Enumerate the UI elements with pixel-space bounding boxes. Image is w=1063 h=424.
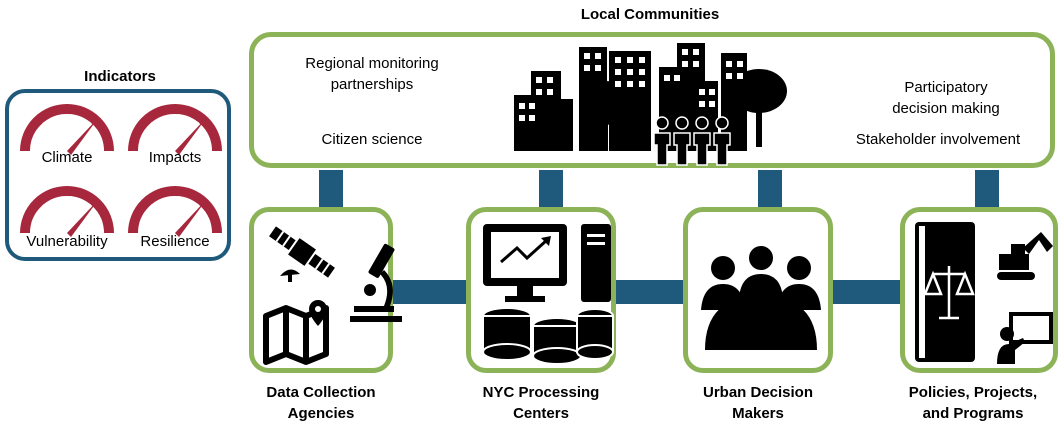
gauge-label-resilience: Resilience [140, 233, 210, 250]
presentation-icon [997, 312, 1053, 364]
connector-data-processing [390, 280, 470, 304]
stakeholder-text: Stakeholder involvement [855, 131, 1021, 148]
gauge-label-climate: Climate [41, 149, 93, 166]
gauge-icon-climate [20, 104, 114, 155]
connector-community-decision [758, 170, 782, 208]
gauge-label-impacts: Impacts [148, 149, 202, 166]
decision-makers-node [683, 207, 833, 373]
gauge-icon-vulnerability [20, 186, 114, 237]
indicators-box: Climate Impacts Vulnerability Resilience [5, 89, 231, 261]
connector-processing-decision [610, 280, 690, 304]
connector-community-data [319, 170, 343, 208]
law-book-icon [915, 222, 975, 362]
meeting-icon [701, 246, 821, 350]
citizen-science-text: Citizen science [321, 131, 423, 148]
decision-makers-label: Urban Decision Makers [702, 384, 814, 422]
microscope-icon [350, 243, 402, 322]
processing-centers-node [466, 207, 616, 373]
data-collection-label: Data Collection Agencies [266, 384, 376, 422]
policies-label: Policies, Projects, and Programs [908, 384, 1038, 422]
excavator-icon [997, 232, 1053, 280]
gauge-icon-impacts [128, 104, 222, 155]
policies-node [900, 207, 1058, 373]
participatory-text: Participatory decision making [892, 79, 1000, 117]
local-communities-box: Regional monitoring partnerships Citizen… [249, 32, 1055, 168]
city-icon [514, 43, 787, 166]
processing-centers-label: NYC Processing Centers [482, 384, 600, 422]
connector-community-processing [539, 170, 563, 208]
gauge-icon-resilience [128, 186, 222, 237]
map-icon [263, 300, 329, 365]
indicators-title: Indicators [84, 68, 156, 85]
connector-community-policies [975, 170, 999, 208]
computer-icon [482, 224, 614, 365]
data-collection-node [249, 207, 402, 373]
connector-decision-policies [828, 280, 908, 304]
satellite-icon [269, 226, 335, 282]
community-title: Local Communities [580, 6, 720, 23]
gauge-label-vulnerability: Vulnerability [26, 233, 108, 250]
regional-monitoring-text: Regional monitoring partnerships [305, 55, 439, 93]
